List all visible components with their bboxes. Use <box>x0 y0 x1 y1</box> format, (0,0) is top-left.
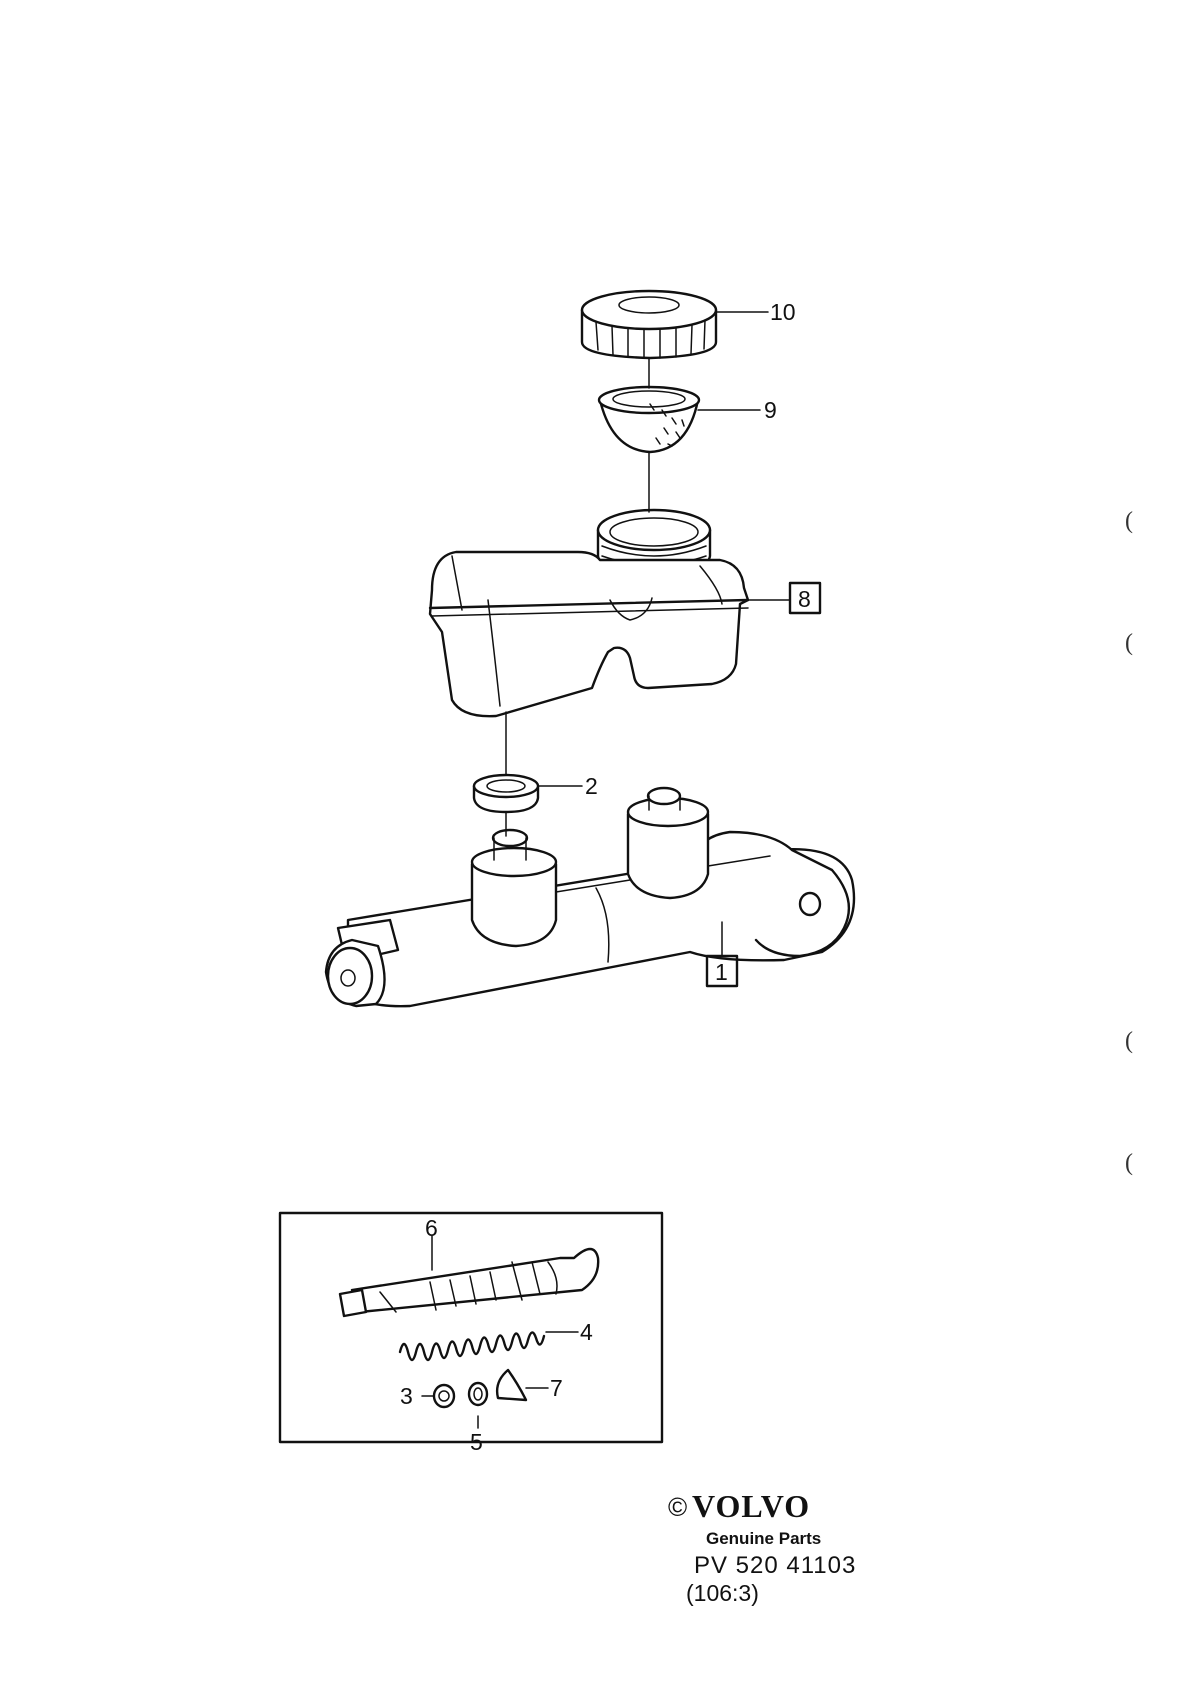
callout-4: 4 <box>580 1319 593 1345</box>
page-reference: (106:3) <box>686 1580 759 1606</box>
callout-8: 8 <box>798 586 811 612</box>
callout-6: 6 <box>425 1215 438 1241</box>
part-number: PV 520 41103 <box>694 1552 857 1579</box>
margin-mark-3: ( <box>1125 1028 1133 1054</box>
callout-3: 3 <box>400 1383 413 1409</box>
callout-1: 1 <box>715 959 728 985</box>
margin-mark-1: ( <box>1125 508 1133 534</box>
piston-assembly <box>338 1247 600 1318</box>
piston-spring <box>398 1331 546 1362</box>
margin-mark-2: ( <box>1125 630 1133 656</box>
copyright-symbol: © <box>668 1492 688 1522</box>
fluid-reservoir <box>428 508 750 718</box>
small-seal-3 <box>432 1383 456 1409</box>
assembly-axis <box>505 357 650 837</box>
genuine-parts-label: Genuine Parts <box>706 1529 822 1548</box>
margin-mark-4: ( <box>1125 1150 1133 1176</box>
callout-10: 10 <box>770 299 796 325</box>
callout-2: 2 <box>585 773 598 799</box>
callout-5: 5 <box>470 1429 483 1455</box>
clip-7 <box>495 1368 528 1402</box>
callout-box-8 <box>788 581 822 615</box>
callout-7: 7 <box>550 1375 563 1401</box>
reservoir-seal <box>472 773 540 814</box>
reservoir-cap <box>580 289 718 360</box>
callout-9: 9 <box>764 397 777 423</box>
volvo-logo-text: VOLVO <box>692 1488 811 1524</box>
repair-kit-inset <box>278 1211 664 1444</box>
leader-lines <box>421 311 791 1429</box>
master-cylinder-body <box>324 786 856 1008</box>
callout-box-1 <box>705 954 739 988</box>
reservoir-strainer <box>597 385 701 454</box>
small-ring-5 <box>467 1381 489 1407</box>
